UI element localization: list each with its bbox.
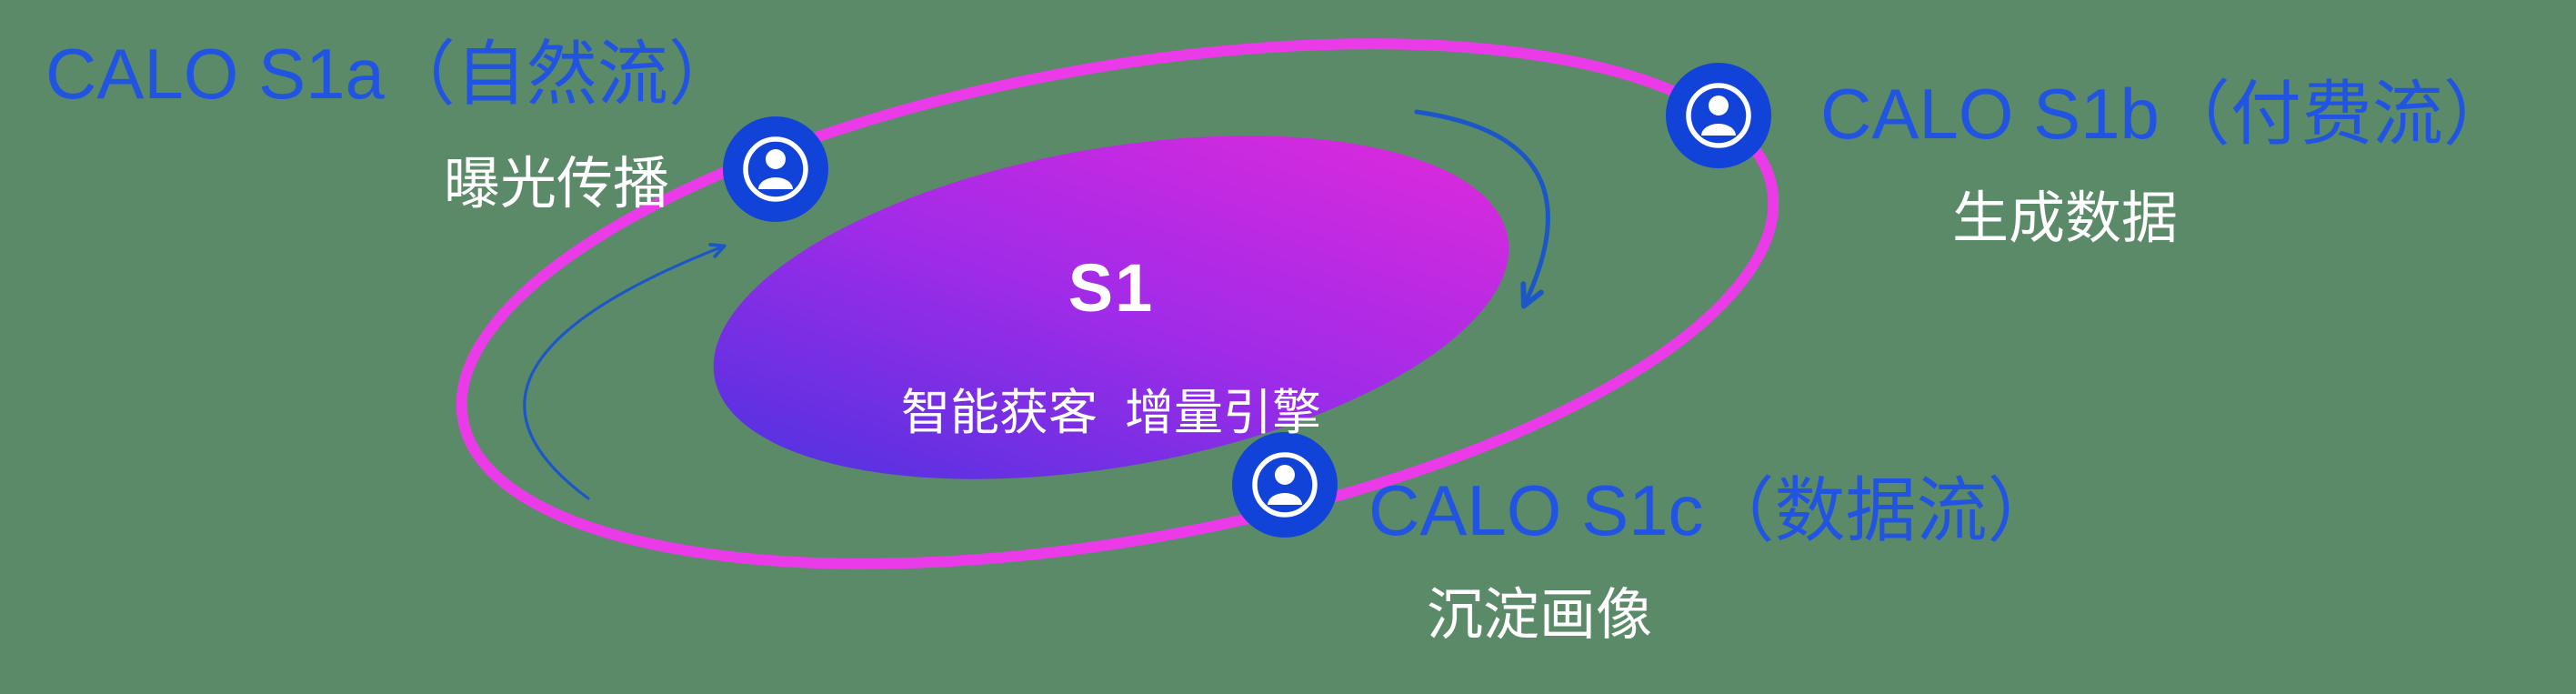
curved-arrow-down-icon	[1414, 109, 1550, 309]
label-s1c-subtitle: 沉淀画像	[1427, 584, 1653, 647]
user-icon	[1252, 452, 1318, 518]
core-label: S1 智能获客 增量引擎	[901, 216, 1321, 477]
label-s1a-subtitle: 曝光传播	[444, 153, 670, 216]
core-subtitle: 智能获客 增量引擎	[900, 386, 1322, 440]
label-s1b-title: CALO S1b（付费流）	[1820, 74, 2514, 154]
label-s1a-title: CALO S1a（自然流）	[45, 34, 739, 114]
user-icon	[1686, 83, 1751, 148]
core-title: S1	[1067, 250, 1155, 326]
orbit-ring	[456, 38, 1779, 569]
node-s1a	[723, 116, 828, 222]
core-ellipse	[713, 136, 1509, 479]
label-s1b-subtitle: 生成数据	[1952, 187, 2179, 250]
node-s1c	[1232, 432, 1338, 538]
node-s1b	[1666, 63, 1771, 168]
curved-arrow-up-icon	[523, 243, 727, 500]
label-s1c-title: CALO S1c（数据流）	[1368, 470, 2059, 550]
user-icon	[743, 136, 808, 202]
